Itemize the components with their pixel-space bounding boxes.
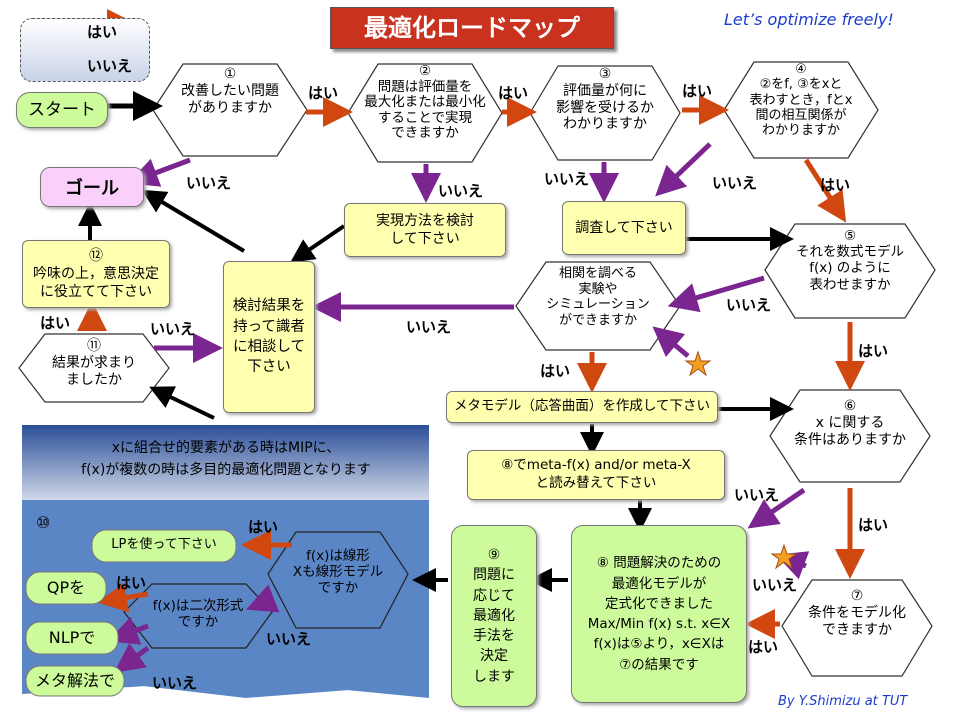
label-yes-q3: はい bbox=[682, 82, 713, 100]
label-no-q2: いいえ bbox=[438, 182, 484, 200]
step9-box: ⑨ 問題に 応じて 最適化 手法を 決定 します bbox=[451, 525, 537, 707]
legend-no-text: いいえ bbox=[87, 57, 133, 75]
q4-text: ④ ②をf, ③をxと 表わすとき，fとx 間の相互関係が わかりますか bbox=[749, 62, 853, 139]
legend: はい いいえ bbox=[20, 18, 150, 82]
meta-model-box: メタモデル（応答曲面）を作成して下さい bbox=[446, 391, 718, 423]
realize-box: 実現方法を検討 して下さい bbox=[344, 203, 506, 257]
linear-hexagon bbox=[267, 531, 409, 629]
label-yes-q1: はい bbox=[308, 84, 339, 102]
meta-text: メタ解法で bbox=[34, 671, 115, 690]
label-no-q5: いいえ bbox=[726, 296, 772, 314]
star-marker-condition bbox=[770, 543, 798, 570]
q3-hexagon bbox=[529, 65, 681, 161]
label-no-q7: いいえ bbox=[752, 576, 798, 594]
qp-box bbox=[25, 571, 107, 605]
label-no-quadratic: いいえ bbox=[152, 674, 198, 692]
step8-box: ⑧ 問題解決のための 最適化モデルが 定式化できました Max/Min f(x)… bbox=[571, 525, 747, 703]
investigate-box: 調査して下さい bbox=[562, 201, 686, 255]
nlp-text: NLPで bbox=[48, 628, 96, 647]
label-yes-q7: はい bbox=[748, 638, 779, 656]
label-no-q3: いいえ bbox=[544, 170, 590, 188]
label-no-linear: いいえ bbox=[266, 630, 312, 648]
q11-text: ⑪ 結果が求まり ましたか bbox=[52, 338, 136, 388]
credit: By Y.Shimizu at TUT bbox=[778, 694, 908, 709]
label-yes-q11: はい bbox=[40, 314, 71, 332]
nlp-box bbox=[25, 621, 119, 655]
q6-hexagon bbox=[769, 389, 931, 483]
step10-label: ⑩ bbox=[36, 513, 51, 532]
star-marker-correlation bbox=[684, 350, 712, 377]
label-yes-linear: はい bbox=[248, 518, 279, 536]
q4-hexagon bbox=[723, 61, 879, 159]
label-no-q1: いいえ bbox=[186, 174, 232, 192]
panel-text: xに組合せ的要素がある時はMIPに、 f(x)が複数の時は多目的最適化問題となり… bbox=[81, 440, 371, 478]
label-no-q6: いいえ bbox=[734, 486, 780, 504]
label-no-q11: いいえ bbox=[150, 320, 196, 338]
q7-hexagon bbox=[781, 579, 933, 677]
q11-hexagon bbox=[18, 333, 170, 403]
quadratic-text: f(x)は二次形式 ですか bbox=[152, 598, 244, 631]
lp-box bbox=[91, 529, 237, 563]
goal-node: ゴール bbox=[40, 167, 144, 207]
label-yes-q2: はい bbox=[498, 84, 529, 102]
consult-box: 検討結果を 持って識者 に相談して 下さい bbox=[223, 261, 315, 413]
slogan: Let’s optimize freely! bbox=[724, 10, 894, 29]
label-yes-quadratic: はい bbox=[116, 574, 147, 592]
evaluate-box: ⑫ 吟味の上，意思決定 に役立てて下さい bbox=[22, 240, 170, 308]
q2-text: ② 問題は評価量を 最大化または最小化 することで実現 できますか bbox=[364, 63, 486, 142]
lp-text: LPを使って下さい bbox=[111, 537, 217, 552]
page-title: 最適化ロードマップ bbox=[330, 7, 614, 49]
correlation-text: 相関を調べる 実験や シミュレーション ができますか bbox=[546, 266, 650, 328]
q3-text: ③ 評価量が何に 影響を受けるか わかりますか bbox=[556, 66, 654, 133]
legend-yes-text: はい bbox=[87, 23, 118, 41]
meta-box bbox=[25, 665, 125, 697]
q1-text: ① 改善したい問題 がありますか bbox=[181, 66, 279, 116]
q7-text: ⑦ 条件をモデル化 できますか bbox=[808, 588, 906, 638]
linear-text: f(x)は線形 Xも線形モデル ですか bbox=[292, 548, 384, 597]
q5-hexagon bbox=[764, 223, 936, 319]
q6-text: ⑥ x に関する 条件はありますか bbox=[794, 398, 906, 448]
label-yes-q4: はい bbox=[820, 176, 851, 194]
qp-text: QPを bbox=[46, 578, 86, 597]
label-yes-q5: はい bbox=[858, 342, 889, 360]
reread-box: ⑧でmeta-f(x) and/or meta-X と読み替えて下さい bbox=[467, 450, 725, 500]
label-no-q4: いいえ bbox=[712, 174, 758, 192]
label-no-correlation: いいえ bbox=[406, 318, 452, 336]
label-yes-q6: はい bbox=[858, 516, 889, 534]
label-yes-correlation: はい bbox=[540, 362, 571, 380]
start-node: スタート bbox=[16, 92, 108, 128]
q5-text: ⑤ それを数式モデル f(x) のように 表わせますか bbox=[796, 228, 904, 293]
